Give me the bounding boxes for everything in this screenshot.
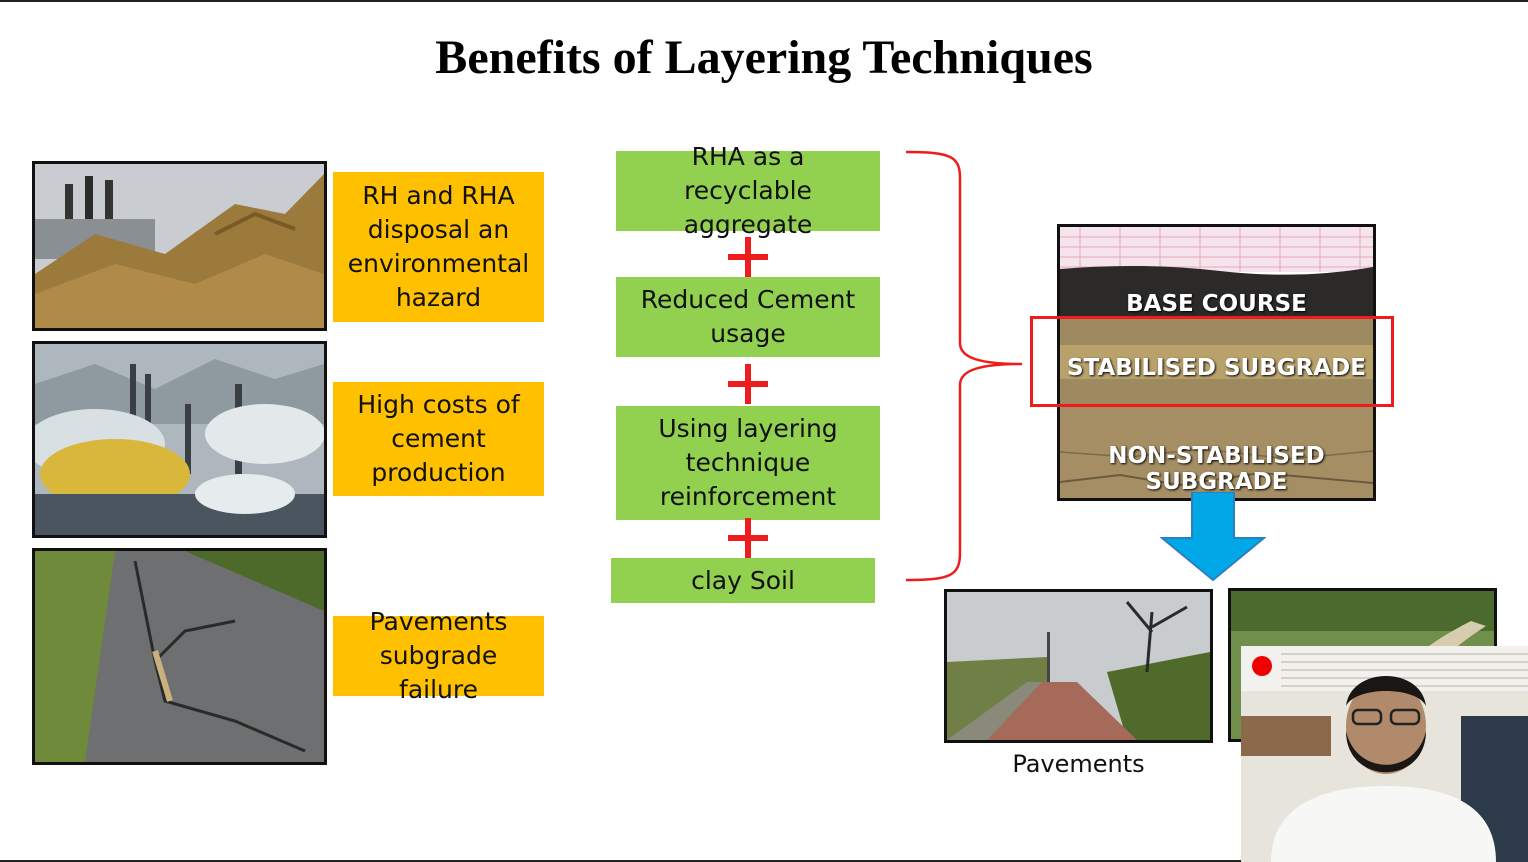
layer-base-course: BASE COURSE: [1126, 291, 1307, 317]
soil-profile-image: BASE COURSE STABILISED SUBGRADE NON-STAB…: [1057, 224, 1376, 501]
bottom-border: [0, 860, 1528, 862]
pavement-image: [944, 589, 1213, 743]
top-border: [0, 0, 1528, 2]
record-dot-icon: [1252, 656, 1272, 676]
plus-icon: [728, 518, 768, 558]
outcome-caption: Pavements: [1012, 750, 1145, 778]
plus-icon: [728, 237, 768, 277]
down-arrow-icon: [1160, 492, 1266, 582]
rice-husk-pile-image: [32, 161, 327, 331]
cement-factory-image: [32, 341, 327, 538]
layer-stabilised-subgrade: STABILISED SUBGRADE: [1067, 355, 1366, 381]
problem-box-cement-cost: High costs of cement production: [333, 382, 544, 496]
problem-box-subgrade-failure: Pavements subgrade failure: [333, 607, 544, 704]
benefit-box-layering: Using layering technique reinforcement: [616, 406, 880, 520]
layer-non-stabilised-subgrade: NON-STABILISED SUBGRADE: [1108, 443, 1325, 495]
benefit-box-reduced-cement: Reduced Cement usage: [616, 277, 880, 357]
benefit-box-clay-soil: clay Soil: [611, 558, 875, 603]
highlight-box: [1030, 316, 1394, 407]
problem-box-disposal: RH and RHA disposal an environmental haz…: [333, 172, 544, 322]
plus-icon: [728, 364, 768, 404]
brace-icon: [905, 150, 1023, 582]
benefit-box-recyclable: RHA as a recyclable aggregate: [616, 142, 880, 239]
slide-title: Benefits of Layering Techniques: [435, 31, 1093, 84]
webcam-overlay: [1241, 646, 1528, 862]
cracked-pavement-image: [32, 548, 327, 765]
